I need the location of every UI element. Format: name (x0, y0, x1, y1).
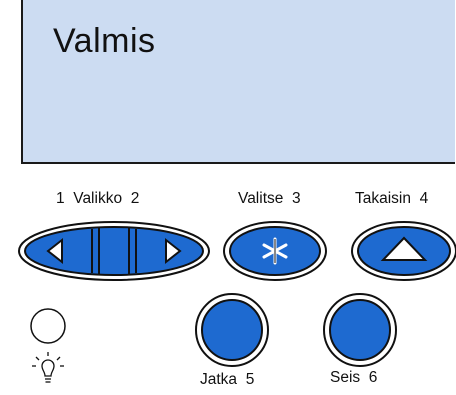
circle-indicator-icon (28, 306, 68, 351)
go-label: Jatka 5 (200, 371, 255, 388)
menu-right-number: 2 (130, 190, 140, 207)
go-button[interactable] (194, 292, 270, 368)
menu-word: Valikko (73, 190, 123, 207)
left-triangle-icon[interactable] (46, 237, 63, 265)
stop-button[interactable] (322, 292, 398, 368)
up-triangle-icon (380, 236, 428, 261)
display-status-text: Valmis (53, 22, 156, 60)
back-label: Takaisin 4 (355, 190, 429, 207)
select-label: Valitse 3 (238, 190, 301, 207)
lcd-display: Valmis (21, 0, 455, 164)
menu-label: 1 Valikko 2 (56, 190, 139, 208)
light-bulb-icon (28, 350, 68, 395)
right-triangle-icon[interactable] (165, 237, 182, 265)
menu-button[interactable] (16, 220, 212, 282)
back-button[interactable] (348, 220, 456, 282)
stop-label: Seis 6 (330, 369, 378, 386)
menu-left-number: 1 (56, 190, 65, 207)
select-button[interactable] (222, 220, 328, 282)
